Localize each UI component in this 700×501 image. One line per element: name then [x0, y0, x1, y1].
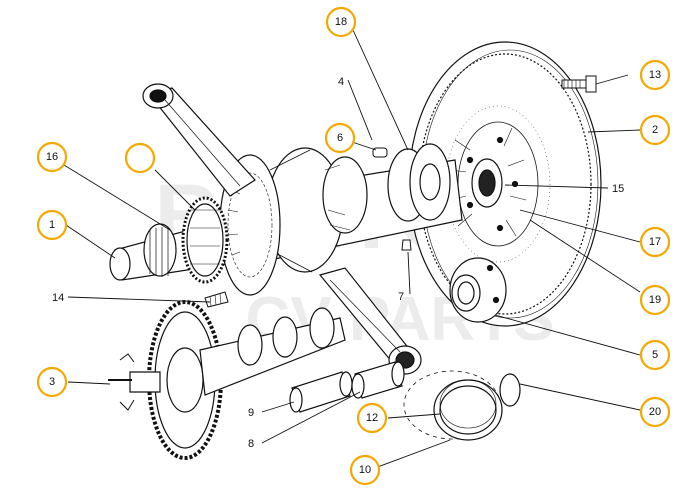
callout-20: 20 [639, 396, 671, 428]
svg-text:18: 18 [335, 16, 347, 28]
callout-17: 17 [639, 226, 671, 258]
svg-text:13: 13 [649, 69, 661, 81]
callouts: 18 13 2 6 16 1 17 19 5 3 20 12 10 [36, 6, 671, 486]
svg-text:6: 6 [337, 132, 343, 144]
callout-2: 2 [639, 114, 671, 146]
svg-text:16: 16 [46, 151, 58, 163]
svg-text:19: 19 [649, 294, 661, 306]
svg-text:5: 5 [652, 349, 658, 361]
callout-5: 5 [639, 339, 671, 371]
svg-text:17: 17 [649, 236, 661, 248]
svg-text:20: 20 [649, 406, 661, 418]
svg-text:10: 10 [359, 464, 371, 476]
callout-16: 16 [36, 141, 68, 173]
callout-blank [124, 142, 156, 174]
svg-text:2: 2 [652, 124, 658, 136]
callout-1: 1 [36, 209, 68, 241]
camshaft [108, 300, 346, 460]
label-9: 9 [248, 407, 254, 419]
label-8: 8 [248, 438, 254, 450]
label-4: 4 [338, 76, 344, 88]
callout-10: 10 [349, 454, 381, 486]
piston-rings [403, 370, 521, 441]
callout-18: 18 [325, 6, 357, 38]
callout-3: 3 [36, 366, 68, 398]
plain-labels: 4 15 7 14 9 8 [52, 76, 624, 450]
svg-text:12: 12 [366, 412, 378, 424]
label-14: 14 [52, 292, 64, 304]
label-15: 15 [612, 183, 624, 195]
label-7: 7 [398, 291, 404, 303]
callout-12: 12 [356, 402, 388, 434]
connecting-rods [142, 83, 422, 375]
bushings [289, 361, 405, 413]
bearing-5 [449, 257, 507, 323]
svg-text:1: 1 [49, 219, 55, 231]
callout-13: 13 [639, 59, 671, 91]
crank-gear [181, 196, 229, 284]
callout-19: 19 [639, 284, 671, 316]
leader-lines [63, 29, 641, 469]
svg-text:3: 3 [49, 376, 55, 388]
small-parts [204, 147, 412, 308]
callout-6: 6 [324, 122, 356, 154]
